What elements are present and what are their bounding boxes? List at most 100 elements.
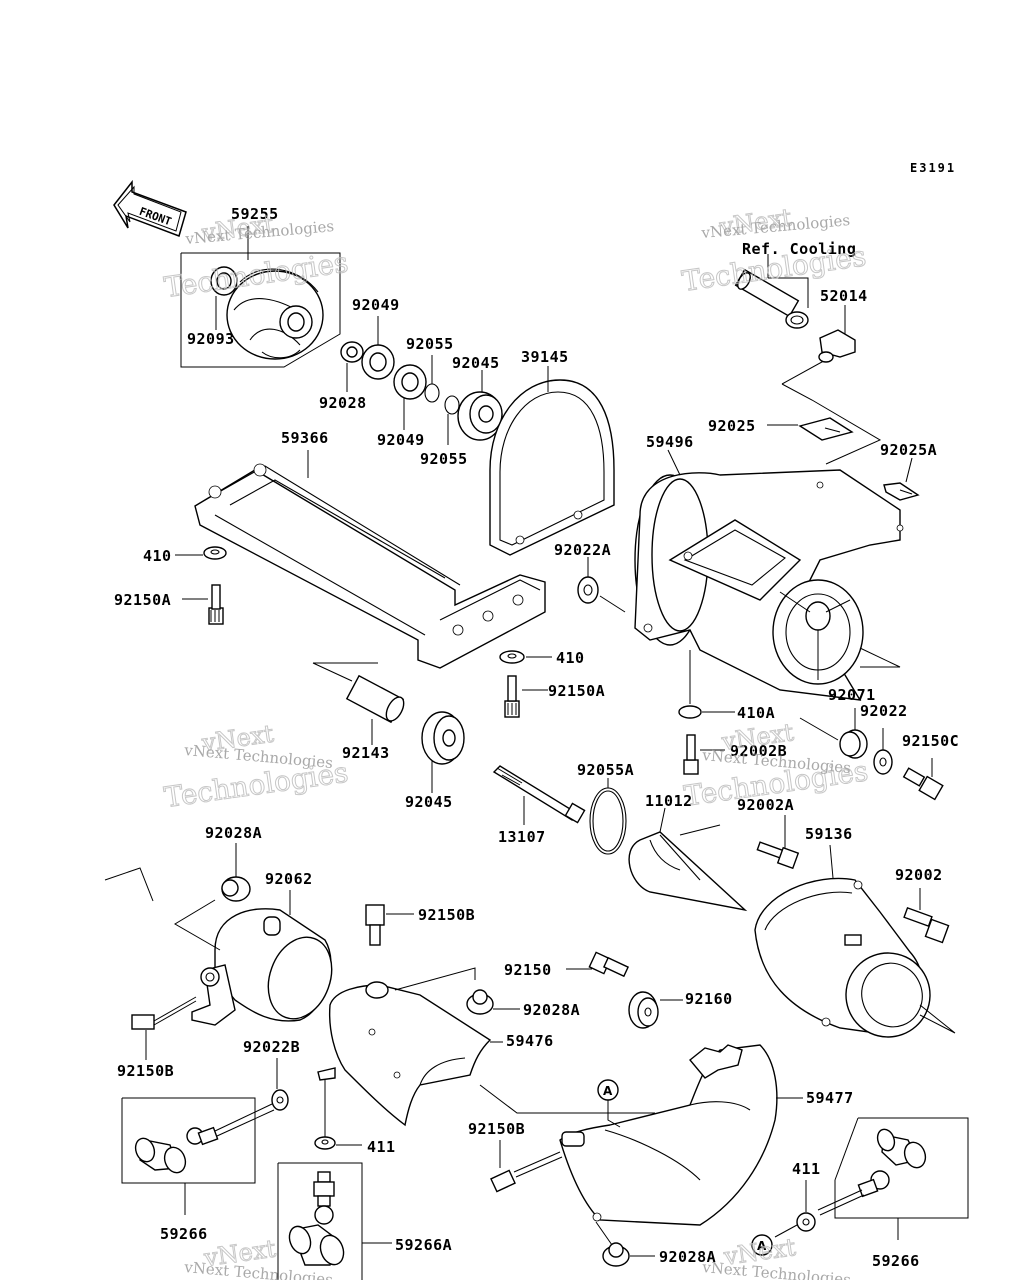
front-arrow-icon: FRONT [113,179,187,237]
callout-92150: 92150 [504,961,552,979]
callout-92062: 92062 [265,870,313,888]
marker-a-upper-icon: A [597,1079,619,1101]
washer-410A-icon [678,705,702,719]
bolt-92150B-upper-icon [365,904,385,946]
callout-92045-lower: 92045 [405,793,453,811]
callout-92025A: 92025A [880,441,937,459]
callout-410A: 410A [737,704,775,722]
callout-59255: 59255 [231,205,279,223]
drain-plug-59266A-icon [288,1171,345,1266]
collar-92071-icon [839,729,868,759]
nozzle-59136-icon [754,877,931,1038]
callout-92049-lower: 92049 [377,431,425,449]
callout-92150B-lower: 92150B [468,1120,525,1138]
bushing-92160-icon [628,991,659,1029]
callout-92093: 92093 [187,330,235,348]
callout-59136: 59136 [805,825,853,843]
callout-92150B-left: 92150B [117,1062,174,1080]
o-ring-92055A-icon [589,787,627,855]
callout-labels: 59255 92093 92049 92028 92055 92045 3914… [114,205,959,1270]
reference-cooling-label: Ref. Cooling [742,240,856,258]
callout-11012: 11012 [645,792,693,810]
callout-92022: 92022 [860,702,908,720]
bolt-92150C-icon [902,767,944,801]
svg-text:A: A [603,1084,613,1098]
washer-411-left-icon [314,1136,336,1150]
callout-59496: 59496 [646,433,694,451]
callout-92055-upper: 92055 [406,335,454,353]
callout-52014: 52014 [820,287,868,305]
callout-92160: 92160 [685,990,733,1008]
washer-410-right-icon [499,650,525,664]
callout-92028A-middle: 92028A [523,1001,580,1019]
impeller-shim-icon [210,266,238,296]
callout-13107: 13107 [498,828,546,846]
svg-text:A: A [757,1239,767,1253]
bearing-92045-upper-icon [457,391,503,441]
pump-housing-59496-icon [634,469,904,701]
callout-92022B: 92022B [243,1038,300,1056]
callout-410-left: 410 [143,547,172,565]
callout-92150A-right: 92150A [548,682,605,700]
callout-92150B-upper: 92150B [418,906,475,924]
washer-92022-icon [873,749,893,775]
bushing-92028-icon [340,341,364,363]
pump-base-59366-icon [194,463,546,669]
spacer-92143-icon [345,674,405,724]
callout-92022A: 92022A [554,541,611,559]
bolt-92150B-lower-icon [490,1151,563,1193]
bolt-92150-icon [588,951,630,978]
elbow-fitting-52014-icon [818,329,856,363]
callout-92025: 92025 [708,417,756,435]
bolt-92150A-left-icon [208,584,224,625]
washer-92049-lower-icon [393,364,427,400]
callout-411-left: 411 [367,1138,396,1156]
callout-59266-right: 59266 [872,1252,920,1270]
callout-92071: 92071 [828,686,876,704]
callout-92028: 92028 [319,394,367,412]
plate-92025-icon [798,417,854,441]
washer-92049-upper-icon [361,344,395,380]
washer-411-right-icon [796,1212,816,1232]
shaft-13107-icon [492,765,586,824]
callout-410-right: 410 [556,649,585,667]
callout-92150C: 92150C [902,732,959,750]
duct-59476-icon [317,981,492,1127]
callout-92150A-left: 92150A [114,591,171,609]
diagram-code: E3191 [910,161,956,175]
clip-92025A-icon [883,482,920,501]
callout-59477: 59477 [806,1089,854,1107]
o-ring-92055-lower-icon [444,395,460,415]
callout-92143: 92143 [342,744,390,762]
callout-59266-left: 59266 [160,1225,208,1243]
bearing-92045-lower-icon [421,711,465,765]
impeller-icon [226,268,324,360]
drain-plug-59266-left-icon [134,1103,275,1174]
callout-92028A-lower: 92028A [659,1248,716,1266]
bolt-92002-icon [903,906,950,944]
bolt-92002A-icon [756,841,800,870]
drain-plug-59266-right-icon [817,1128,927,1216]
callout-92055A: 92055A [577,761,634,779]
grommet-92028A-upper-icon [221,876,251,902]
callout-39145: 39145 [521,348,569,366]
grommet-92028A-middle-icon [466,989,494,1015]
callout-92028A-upper: 92028A [205,824,262,842]
bolt-92150B-left-icon [131,996,197,1030]
callout-92002B: 92002B [730,742,787,760]
callout-92045-upper: 92045 [452,354,500,372]
collar-92022A-icon [577,576,599,604]
washer-92022B-icon [271,1089,289,1111]
cover-59477-icon [559,1044,778,1226]
cooling-hose-icon [734,268,809,329]
drain-plug-59266-right-group [817,1117,969,1240]
callout-411-right: 411 [792,1160,821,1178]
o-ring-92055-upper-icon [424,383,440,403]
grommet-92028A-lower-icon [602,1242,630,1267]
callout-92055-lower: 92055 [420,450,468,468]
bolt-92002B-icon [683,734,699,775]
nozzle-cone-11012-icon [628,831,748,912]
washer-410-left-icon [203,546,227,560]
bolt-92150A-right-icon [504,675,520,718]
